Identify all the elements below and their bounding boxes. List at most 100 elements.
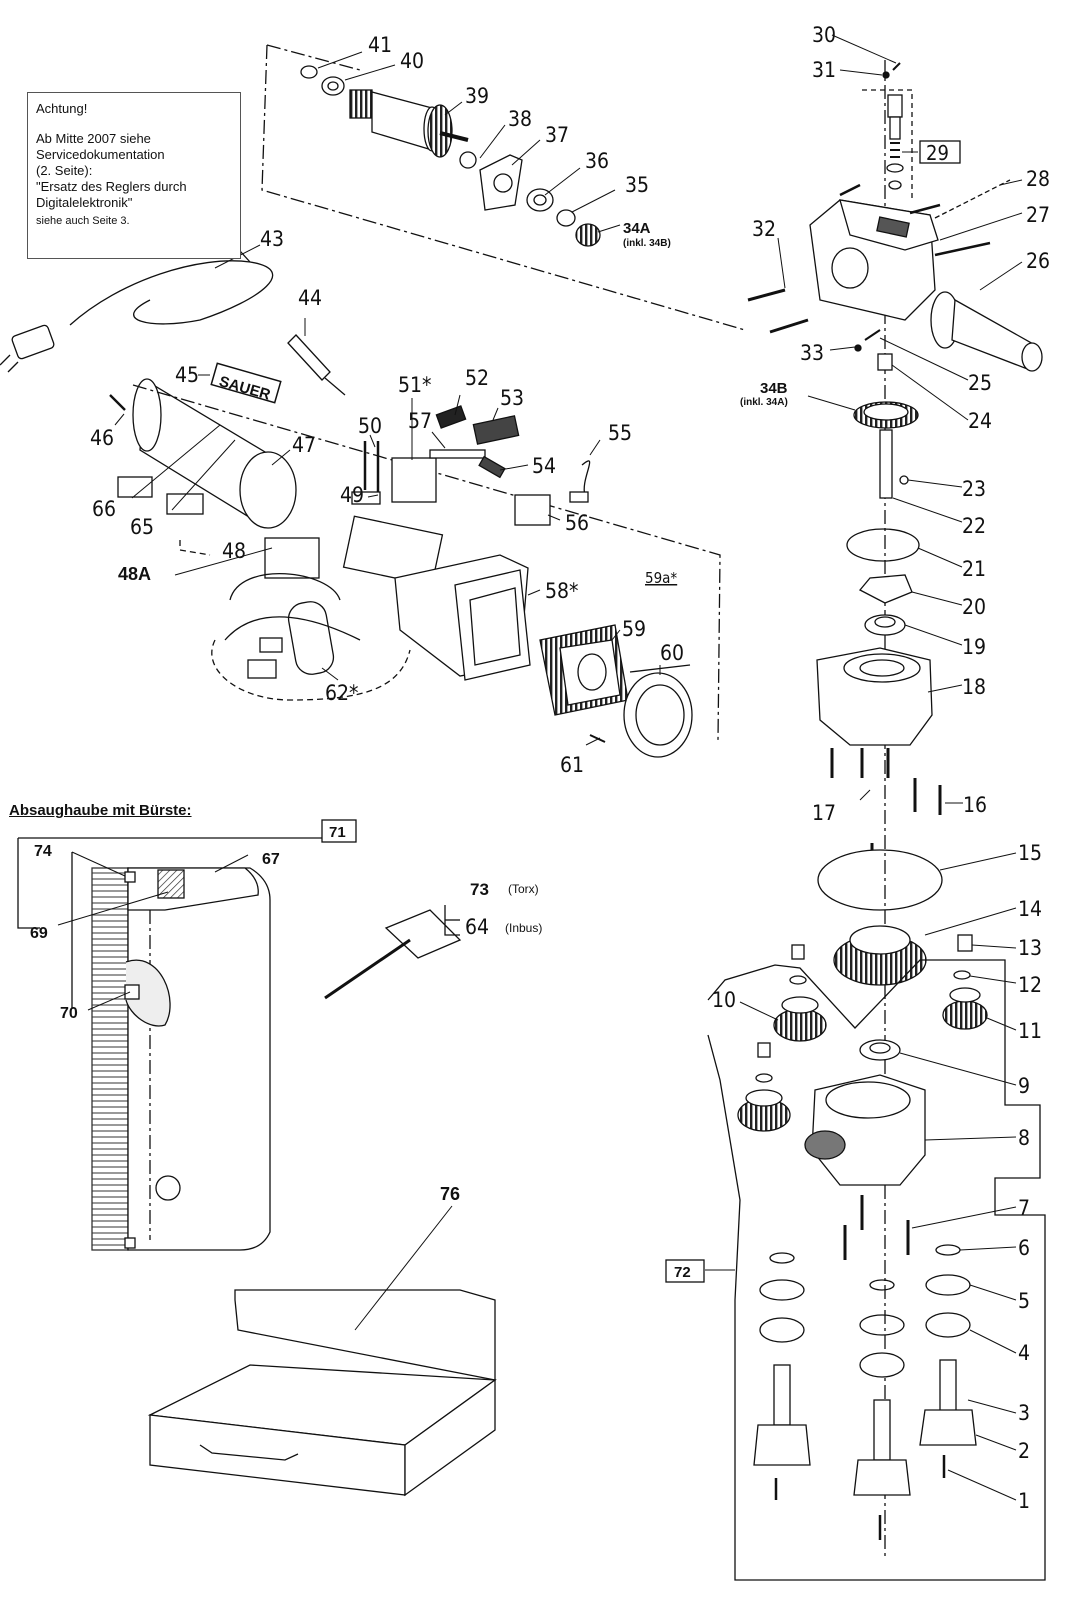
callout-23: 23 xyxy=(962,477,986,501)
tool-note-torx: (Torx) xyxy=(508,882,539,896)
gearbox-kit-outline xyxy=(707,959,1046,1581)
callout-36: 36 xyxy=(585,149,609,173)
armature xyxy=(349,89,469,158)
callout-65: 65 xyxy=(130,515,154,539)
callout-22: 22 xyxy=(962,514,986,538)
callout-62: 62* xyxy=(325,681,358,705)
tool-note-inbus: (Inbus) xyxy=(505,921,542,935)
spindle-left xyxy=(753,1252,811,1500)
callout-14: 14 xyxy=(1018,897,1042,921)
callout-55: 55 xyxy=(608,421,632,445)
callout-15: 15 xyxy=(1018,841,1042,865)
callout-6: 6 xyxy=(1018,1236,1030,1260)
callout-74: 74 xyxy=(34,843,52,860)
spindle-center xyxy=(853,1279,911,1540)
callout-70: 70 xyxy=(60,1005,78,1022)
switch-assembly xyxy=(264,405,591,587)
fan-cover xyxy=(623,664,693,758)
callout-40: 40 xyxy=(400,49,424,73)
callout-5: 5 xyxy=(1018,1289,1030,1313)
callout-56: 56 xyxy=(565,511,589,535)
callout-2: 2 xyxy=(1018,1439,1030,1463)
callout-60: 60 xyxy=(660,641,684,665)
callout-28: 28 xyxy=(1026,167,1050,191)
callout-31: 31 xyxy=(812,58,836,82)
callout-47: 47 xyxy=(292,433,316,457)
callout-72: 72 xyxy=(674,1264,691,1281)
lower-gear-housing xyxy=(804,1074,926,1186)
callout-4: 4 xyxy=(1018,1341,1030,1365)
callout-11: 11 xyxy=(1018,1019,1042,1043)
callout-19: 19 xyxy=(962,635,986,659)
notice-line-4: (2. Seite): xyxy=(36,163,93,178)
callout-10: 10 xyxy=(712,988,736,1012)
side-handle xyxy=(930,291,1043,372)
callout-41: 41 xyxy=(368,33,392,57)
spindle-right xyxy=(919,1244,977,1478)
callout-16: 16 xyxy=(963,793,987,817)
power-cord xyxy=(0,232,274,373)
notice-line-6: Digitalelektronik" xyxy=(36,195,133,210)
motor-housing xyxy=(394,554,531,681)
callout-69: 69 xyxy=(30,925,48,942)
notice-line-7: siehe auch Seite 3. xyxy=(36,215,130,227)
callout-50: 50 xyxy=(358,414,382,438)
callout-34b: 34B xyxy=(760,380,788,397)
callout-76: 76 xyxy=(440,1184,460,1204)
callout-61: 61 xyxy=(560,753,584,777)
notice-line-5: "Ersatz des Reglers durch xyxy=(36,179,187,194)
callout-18: 18 xyxy=(962,675,986,699)
callout-33: 33 xyxy=(800,341,824,365)
callout-54: 54 xyxy=(532,454,556,478)
hood-heading: Absaughaube mit Bürste: xyxy=(9,802,192,819)
callout-34a: 34A xyxy=(623,220,651,237)
callout-66: 66 xyxy=(92,497,116,521)
callout-27: 27 xyxy=(1026,203,1050,227)
callout-71: 71 xyxy=(329,824,346,841)
callout-21: 21 xyxy=(962,557,986,581)
callout-53: 53 xyxy=(500,386,524,410)
callout-32: 32 xyxy=(752,217,776,241)
armature-group xyxy=(261,44,746,331)
callout-46: 46 xyxy=(90,426,114,450)
callout-9: 9 xyxy=(1018,1074,1030,1098)
stator xyxy=(539,624,629,716)
callout-45: 45 xyxy=(175,363,199,387)
callout-37: 37 xyxy=(545,123,569,147)
callout-38: 38 xyxy=(508,107,532,131)
callout-58: 58* xyxy=(545,579,578,603)
callout-59: 59 xyxy=(622,617,646,641)
callout-24: 24 xyxy=(968,409,992,433)
upper-gear-housing xyxy=(809,199,939,321)
callout-73: 73 xyxy=(470,880,489,899)
callout-25: 25 xyxy=(968,371,992,395)
callout-51: 51* xyxy=(398,373,431,397)
callout-26: 26 xyxy=(1026,249,1050,273)
callout-67: 67 xyxy=(262,851,280,868)
callout-17: 17 xyxy=(812,801,836,825)
motor-housing-cover xyxy=(132,362,297,529)
notice-box: Achtung! Ab Mitte 2007 siehe Servicedoku… xyxy=(27,92,241,259)
notice-line-2: Ab Mitte 2007 siehe xyxy=(36,131,151,146)
callout-29: 29 xyxy=(926,141,949,165)
callout-52: 52 xyxy=(465,366,489,390)
callout-13: 13 xyxy=(1018,936,1042,960)
callout-7: 7 xyxy=(1018,1196,1030,1220)
notice-line-3: Servicedokumentation xyxy=(36,147,165,162)
notice-line-1: Achtung! xyxy=(36,101,88,116)
note-incl-34b: (inkl. 34B) xyxy=(623,238,671,249)
middle-gear-housing xyxy=(816,647,933,746)
callout-44: 44 xyxy=(298,286,322,310)
t-key xyxy=(324,909,462,1000)
callout-39: 39 xyxy=(465,84,489,108)
callout-57: 57 xyxy=(408,409,432,433)
callout-59a: 59a* xyxy=(645,569,677,587)
callout-8: 8 xyxy=(1018,1126,1030,1150)
cord-sleeve xyxy=(287,334,346,396)
callout-48: 48 xyxy=(222,539,246,563)
capacitor xyxy=(211,572,411,701)
callout-20: 20 xyxy=(962,595,986,619)
tool-case xyxy=(147,1289,497,1497)
extraction-hood xyxy=(91,867,271,1251)
